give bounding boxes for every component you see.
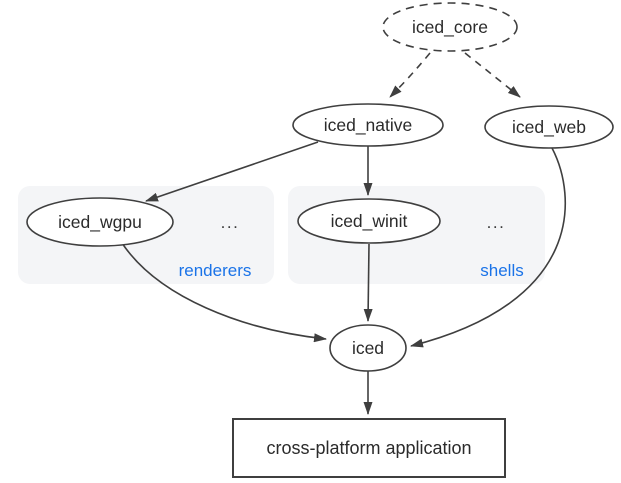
label-iced-native: iced_native [324, 115, 413, 136]
edge-native-to-wgpu [145, 141, 319, 202]
shells-group-label: shells [480, 261, 523, 280]
label-iced-wgpu: iced_wgpu [58, 212, 142, 233]
edge-winit-to-iced [363, 243, 373, 322]
label-iced-web: iced_web [512, 117, 586, 138]
node-iced-core [382, 2, 518, 52]
label-iced-winit: iced_winit [331, 211, 408, 232]
label-iced-core: iced_core [412, 17, 488, 38]
shells-ellipsis: ... [487, 213, 506, 232]
node-iced-web [484, 105, 614, 149]
node-iced-wgpu [26, 197, 174, 247]
node-iced-winit [297, 198, 441, 244]
renderers-ellipsis: ... [221, 213, 240, 232]
edge-core-to-web [464, 52, 521, 98]
edge-web-to-iced [410, 147, 566, 348]
label-iced: iced [352, 338, 384, 358]
edge-core-to-native [389, 52, 431, 98]
node-iced [329, 324, 407, 372]
label-cross-platform-application: cross-platform application [266, 438, 471, 458]
edge-wgpu-to-iced [121, 242, 327, 343]
renderers-group-label: renderers [179, 261, 252, 280]
node-iced-native [292, 103, 444, 147]
node-cross-platform-application [232, 418, 506, 478]
